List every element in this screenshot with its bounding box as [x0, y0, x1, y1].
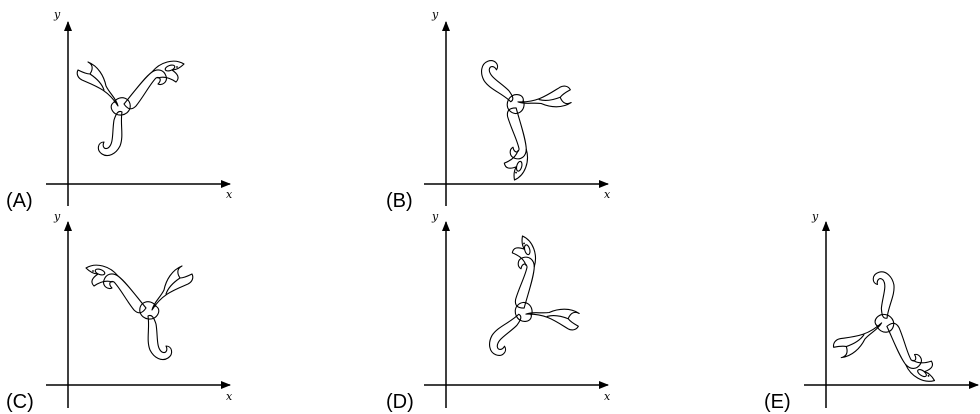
- y-axis-label: y: [431, 8, 439, 21]
- option-e-figure: [830, 263, 959, 384]
- panel-a: y x (A): [6, 8, 233, 212]
- option-c-figure: [85, 264, 194, 361]
- y-axis-label: y: [431, 210, 439, 223]
- panel-c: y x (C): [6, 210, 233, 413]
- option-c-label[interactable]: (C): [6, 391, 34, 413]
- x-axis-label: x: [604, 390, 611, 403]
- panel-b: y x (B): [386, 8, 611, 212]
- option-e-label[interactable]: (E): [764, 391, 791, 413]
- x-axis-label: x: [226, 188, 233, 201]
- y-axis-label: y: [53, 210, 61, 223]
- option-d-figure: [446, 233, 587, 377]
- panel-e: y (E): [764, 210, 979, 413]
- option-a-label[interactable]: (A): [6, 190, 33, 212]
- option-b-figure: [438, 39, 579, 183]
- x-axis-label: x: [226, 390, 233, 403]
- x-axis-label: x: [604, 188, 611, 201]
- panel-d: y x (D): [386, 210, 611, 413]
- y-axis-label: y: [811, 210, 819, 223]
- y-axis-label: y: [53, 8, 61, 21]
- option-d-label[interactable]: (D): [386, 391, 414, 413]
- option-a-figure: [76, 60, 185, 157]
- option-b-label[interactable]: (B): [386, 190, 413, 212]
